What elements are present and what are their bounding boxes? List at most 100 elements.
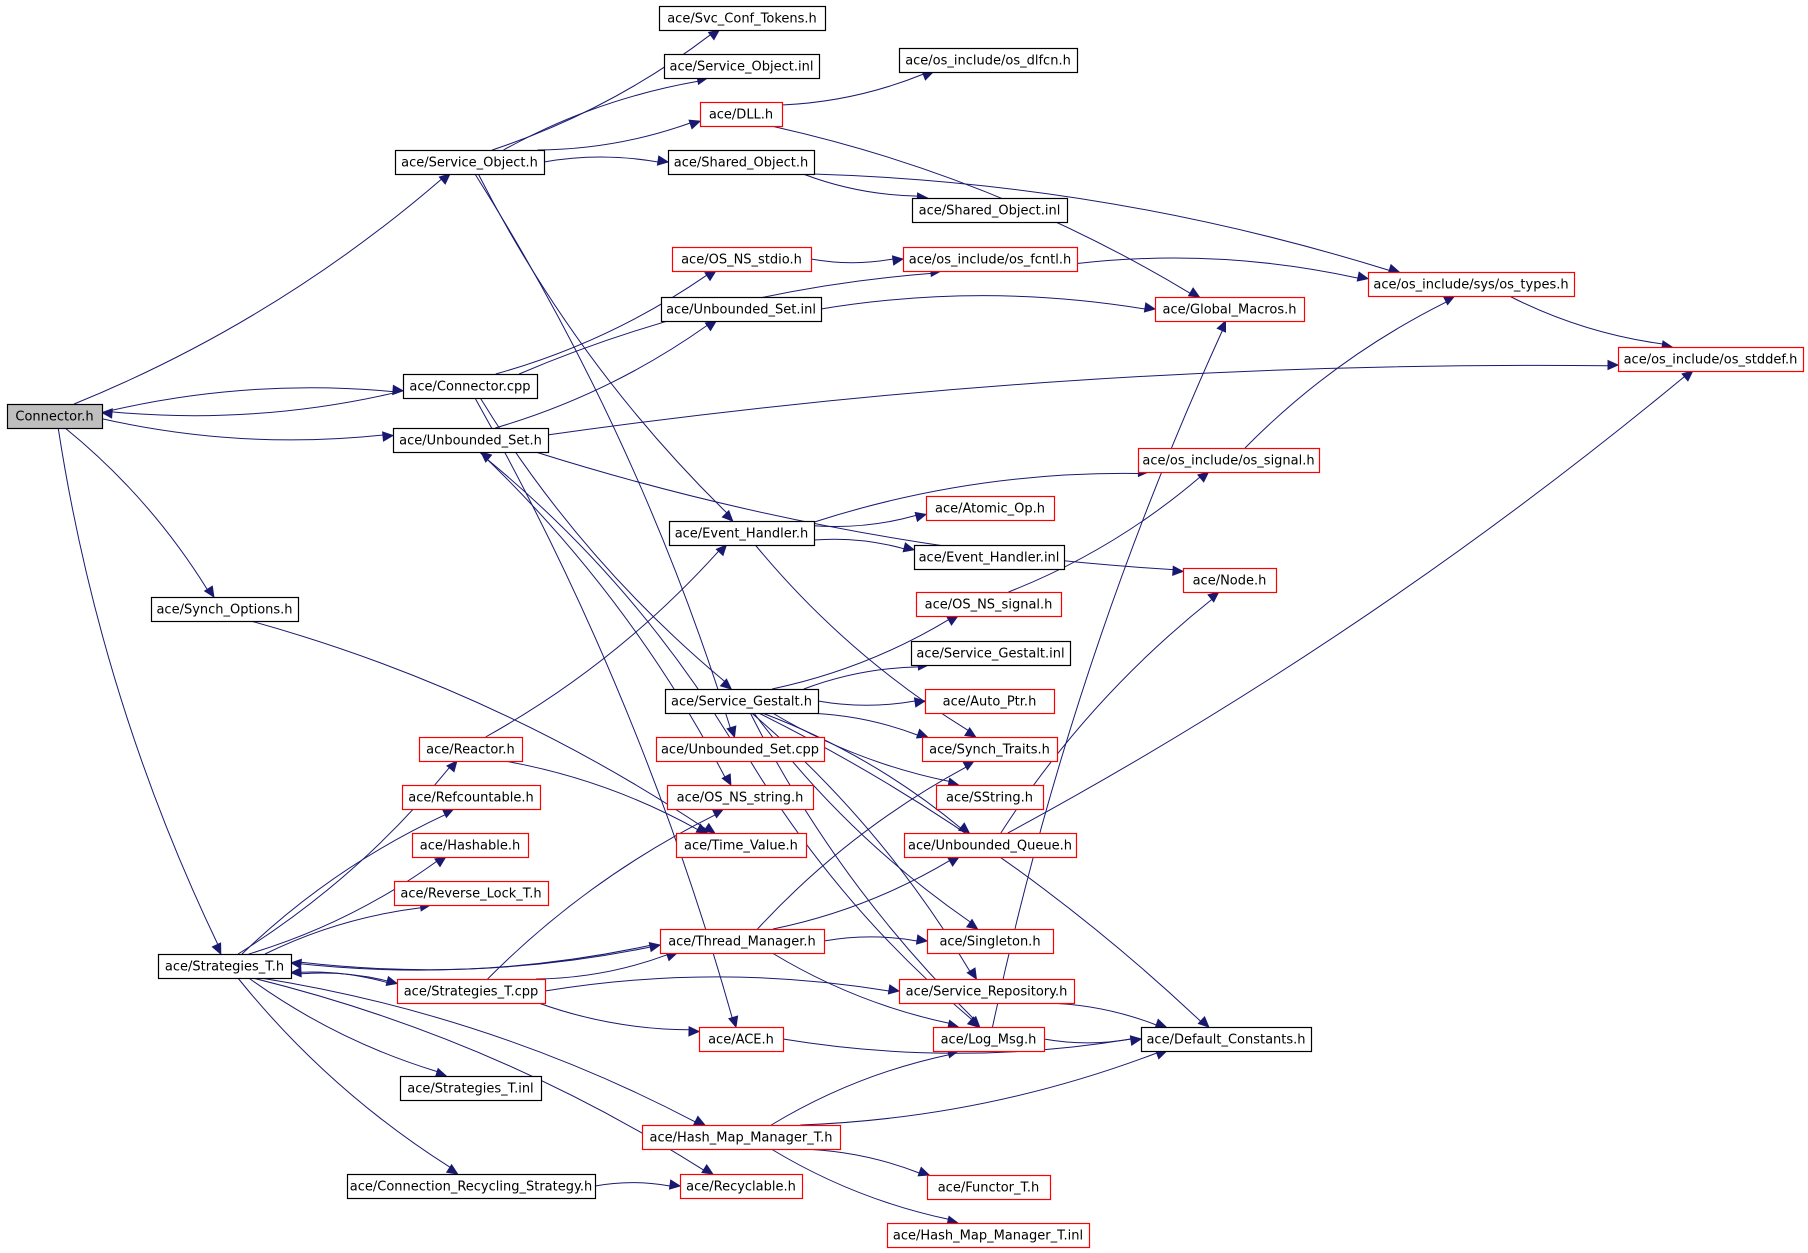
node-atomic-op[interactable]: ace/Atomic_Op.h <box>925 495 1056 522</box>
node-label: ace/Unbounded_Set.inl <box>666 303 816 318</box>
node-event-handler-h[interactable]: ace/Event_Handler.h <box>668 520 816 547</box>
node-label: ace/Synch_Traits.h <box>929 743 1050 758</box>
node-os-ns-stdio[interactable]: ace/OS_NS_stdio.h <box>671 246 813 273</box>
node-singleton[interactable]: ace/Singleton.h <box>926 928 1055 955</box>
node-box <box>667 149 816 176</box>
node-os-stddef[interactable]: ace/os_include/os_stddef.h <box>1617 346 1805 373</box>
edge-service_gestalt_h-to-os_ns_signal <box>771 619 949 690</box>
node-unbounded-set-h[interactable]: ace/Unbounded_Set.h <box>392 427 550 454</box>
node-label: ace/Connector.cpp <box>409 380 530 395</box>
node-box <box>925 495 1056 522</box>
edge-connector_cpp-to-os_fcntl <box>518 272 932 375</box>
node-sstring[interactable]: ace/SString.h <box>935 784 1045 811</box>
edge-service_gestalt_h-to-auto_ptr <box>817 700 916 706</box>
node-strategies-t-inl[interactable]: ace/Strategies_T.inl <box>399 1075 543 1102</box>
edge-arrowhead <box>1187 287 1201 298</box>
node-reactor-h[interactable]: ace/Reactor.h <box>418 736 524 763</box>
node-shared-object-inl[interactable]: ace/Shared_Object.inl <box>911 197 1069 224</box>
edge-arrowhead <box>947 856 961 867</box>
node-box <box>915 591 1063 618</box>
node-strategies-t-cpp[interactable]: ace/Strategies_T.cpp <box>396 978 547 1005</box>
node-os-ns-signal[interactable]: ace/OS_NS_signal.h <box>915 591 1063 618</box>
node-reverse-lock[interactable]: ace/Reverse_Lock_T.h <box>393 880 550 907</box>
node-refcountable[interactable]: ace/Refcountable.h <box>401 784 542 811</box>
node-label: ace/Log_Msg.h <box>941 1033 1037 1048</box>
node-auto-ptr[interactable]: ace/Auto_Ptr.h <box>924 688 1056 715</box>
node-synch-options[interactable]: ace/Synch_Options.h <box>150 596 300 623</box>
edge-unbounded_set_h-to-os_ns_string <box>479 451 726 778</box>
node-box <box>903 832 1078 859</box>
node-label: Connector.h <box>15 410 93 425</box>
node-svc-conf-tokens[interactable]: ace/Svc_Conf_Tokens.h <box>658 5 827 32</box>
node-dll-h[interactable]: ace/DLL.h <box>699 101 784 128</box>
edge-dll_h-to-global_macros <box>770 125 1191 294</box>
node-node-h[interactable]: ace/Node.h <box>1182 567 1278 594</box>
edge-ace_h-to-default_constants <box>782 1038 1132 1054</box>
edge-dll_h-to-os_dlfcn <box>781 73 924 106</box>
node-box <box>418 736 524 763</box>
node-connection-recycling[interactable]: ace/Connection_Recycling_Strategy.h <box>346 1173 597 1200</box>
node-hash-map-manager-h[interactable]: ace/Hash_Map_Manager_T.h <box>641 1124 842 1151</box>
node-thread-manager[interactable]: ace/Thread_Manager.h <box>659 928 826 955</box>
edge-strategies_t_h-to-reverse_lock <box>264 907 421 955</box>
node-box <box>399 1075 543 1102</box>
edge-strategies_t_h-to-refcountable <box>241 814 446 955</box>
node-os-types[interactable]: ace/os_include/sys/os_types.h <box>1367 271 1576 298</box>
node-service-object-inl[interactable]: ace/Service_Object.inl <box>663 53 821 80</box>
node-recyclable[interactable]: ace/Recyclable.h <box>679 1173 804 1200</box>
edge-arrowhead <box>1143 302 1157 313</box>
node-hashable[interactable]: ace/Hashable.h <box>411 832 530 859</box>
edge-arrowhead <box>1356 271 1370 282</box>
node-log-msg[interactable]: ace/Log_Msg.h <box>932 1026 1046 1053</box>
node-label: ace/Strategies_T.h <box>165 960 284 975</box>
node-global-macros[interactable]: ace/Global_Macros.h <box>1154 296 1306 323</box>
node-box <box>924 688 1056 715</box>
node-ace-h[interactable]: ace/ACE.h <box>698 1026 785 1053</box>
node-os-ns-string[interactable]: ace/OS_NS_string.h <box>666 784 815 811</box>
node-service-object-h[interactable]: ace/Service_Object.h <box>394 149 546 176</box>
node-service-gestalt-h[interactable]: ace/Service_Gestalt.h <box>664 688 820 715</box>
node-label: ace/Node.h <box>1193 574 1267 589</box>
node-box <box>902 246 1079 273</box>
node-synch-traits[interactable]: ace/Synch_Traits.h <box>921 736 1059 763</box>
edge-arrowhead <box>915 934 929 945</box>
edge-event_handler_h-to-os_signal <box>813 472 1139 523</box>
node-unbounded-set-inl[interactable]: ace/Unbounded_Set.inl <box>660 296 823 323</box>
edge-arrowhead <box>441 808 455 819</box>
node-strategies-t-h[interactable]: ace/Strategies_T.h <box>157 953 293 980</box>
node-unbounded-queue[interactable]: ace/Unbounded_Queue.h <box>903 832 1078 859</box>
node-connector-h[interactable]: Connector.h <box>6 403 104 430</box>
node-event-handler-inl[interactable]: ace/Event_Handler.inl <box>913 544 1066 571</box>
node-shared-object-h[interactable]: ace/Shared_Object.h <box>667 149 816 176</box>
edge-service_gestalt_h-to-synch_traits <box>803 712 918 736</box>
edge-thread_manager-to-log_msg <box>771 952 950 1024</box>
node-label: ace/Recyclable.h <box>686 1180 796 1195</box>
edge-arrowhead <box>445 1163 459 1175</box>
edge-thread_manager-to-synch_traits <box>757 766 967 930</box>
node-service-repository[interactable]: ace/Service_Repository.h <box>898 978 1076 1005</box>
node-unbounded-set-cpp[interactable]: ace/Unbounded_Set.cpp <box>655 736 826 763</box>
node-box <box>664 688 820 715</box>
node-label: ace/DLL.h <box>709 108 773 123</box>
node-time-value[interactable]: ace/Time_Value.h <box>675 832 808 859</box>
node-label: ace/Global_Macros.h <box>1163 303 1297 318</box>
node-label: ace/Unbounded_Set.h <box>399 434 542 449</box>
node-box <box>655 736 826 763</box>
node-default-constants[interactable]: ace/Default_Constants.h <box>1140 1026 1313 1053</box>
edge-arrowhead <box>902 542 916 553</box>
node-label: ace/Strategies_T.cpp <box>404 985 539 1000</box>
edge-hash_map_manager_h-to-log_msg <box>771 1054 950 1126</box>
node-service-gestalt-inl[interactable]: ace/Service_Gestalt.inl <box>910 640 1072 667</box>
node-os-fcntl[interactable]: ace/os_include/os_fcntl.h <box>902 246 1079 273</box>
node-label: ace/Strategies_T.inl <box>407 1082 533 1097</box>
edge-arrowhead <box>1442 295 1456 306</box>
edge-arrowhead <box>1129 1035 1143 1046</box>
node-os-signal[interactable]: ace/os_include/os_signal.h <box>1137 447 1321 474</box>
node-hash-map-manager-inl[interactable]: ace/Hash_Map_Manager_T.inl <box>886 1222 1091 1249</box>
node-functor-t[interactable]: ace/Functor_T.h <box>926 1174 1052 1201</box>
node-connector-cpp[interactable]: ace/Connector.cpp <box>402 373 539 400</box>
edge-strategies_t_h-to-thread_manager <box>290 944 651 971</box>
edge-arrowhead <box>100 408 113 419</box>
edge-arrowhead <box>1607 359 1620 371</box>
node-os-dlfcn[interactable]: ace/os_include/os_dlfcn.h <box>898 47 1079 74</box>
